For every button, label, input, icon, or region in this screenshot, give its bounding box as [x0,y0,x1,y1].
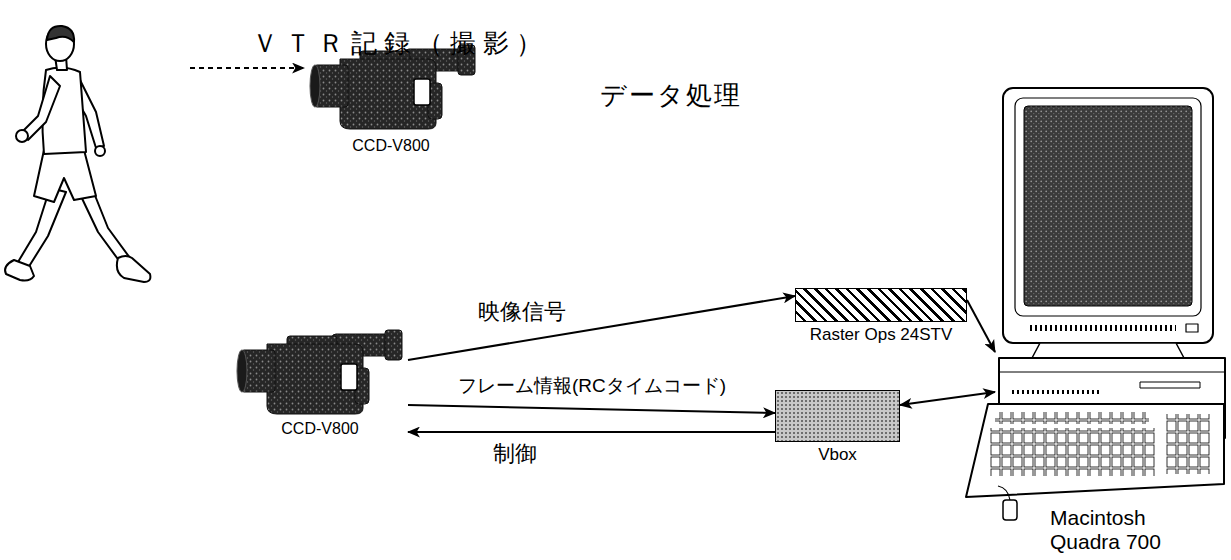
label-anchor: 制御 [491,441,539,467]
capture-board: Raster Ops 24STV [795,288,967,345]
device-name: Macintosh Quadra 700 [1050,506,1190,554]
device-name: Raster Ops 24STV [810,325,953,345]
signal-label: 映像信号 [476,299,568,325]
camcorder: CCD-V800 [232,326,408,438]
computer-figure [966,88,1225,520]
hatched-board [795,288,967,322]
control-box: Vbox [775,390,900,465]
device-name: CCD-V800 [281,420,358,438]
signal-arrow [967,300,995,352]
signal-label: フレーム情報(RCタイムコード) [456,375,728,398]
label-anchor: データ処理 [600,78,742,113]
dotted-box [775,390,900,442]
signal-arrow [408,405,775,413]
device-name: Vbox [818,445,857,465]
signal-arrow [408,431,775,433]
section-heading: データ処理 [600,78,742,113]
label-anchor: ＶＴＲ記録（撮影） [252,26,549,61]
signal-arrow [408,296,795,360]
walking-person [5,26,150,282]
label-anchor: 映像信号 [476,299,568,325]
camcorder-figure [237,330,402,414]
camcorder: CCD-V800 [305,42,477,155]
computer: Macintosh Quadra 700 [995,86,1225,554]
label-anchor: フレーム情報(RCタイムコード) [456,375,728,398]
motion-arrow [190,67,304,69]
signal-label: 制御 [491,441,539,467]
device-name: CCD-V800 [352,137,429,155]
signal-arrow [900,392,995,405]
section-heading: ＶＴＲ記録（撮影） [252,26,549,61]
